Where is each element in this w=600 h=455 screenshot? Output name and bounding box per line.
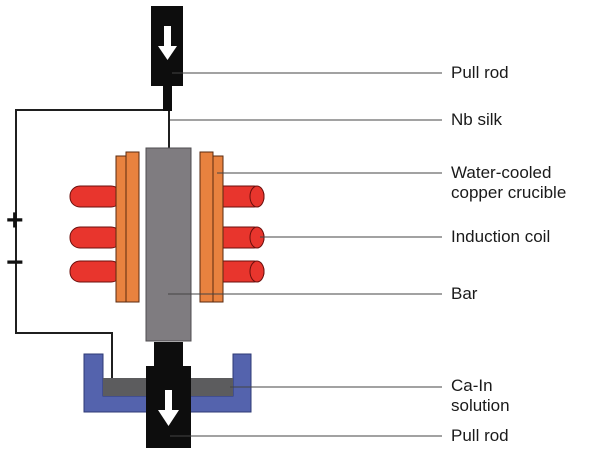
bottom-pull-rod [146, 342, 191, 448]
circuit-wire [15, 109, 165, 378]
label-bar: Bar [451, 284, 478, 303]
induction-coil-left [69, 185, 122, 283]
top-pull-rod [151, 6, 183, 111]
label-pull-rod-bottom: Pull rod [451, 426, 509, 445]
plus-terminal: + [6, 204, 24, 237]
label-ca-in-solution: Ca-In solution [451, 376, 510, 416]
leader-lines [168, 72, 442, 437]
induction-coil-ends [249, 185, 265, 283]
label-crucible-line1: Water-cooled [451, 163, 552, 182]
minus-terminal: − [6, 246, 24, 279]
label-copper-crucible: Water-cooled copper crucible [451, 163, 566, 203]
label-solution-line2: solution [451, 396, 510, 415]
label-crucible-line2: copper crucible [451, 183, 567, 202]
copper-crucible [115, 151, 224, 303]
label-pull-rod-top: Pull rod [451, 63, 509, 82]
label-nb-silk: Nb silk [451, 110, 503, 129]
bar [145, 147, 192, 342]
label-induction-coil: Induction coil [451, 227, 551, 246]
label-solution-line1: Ca-In [451, 376, 493, 395]
